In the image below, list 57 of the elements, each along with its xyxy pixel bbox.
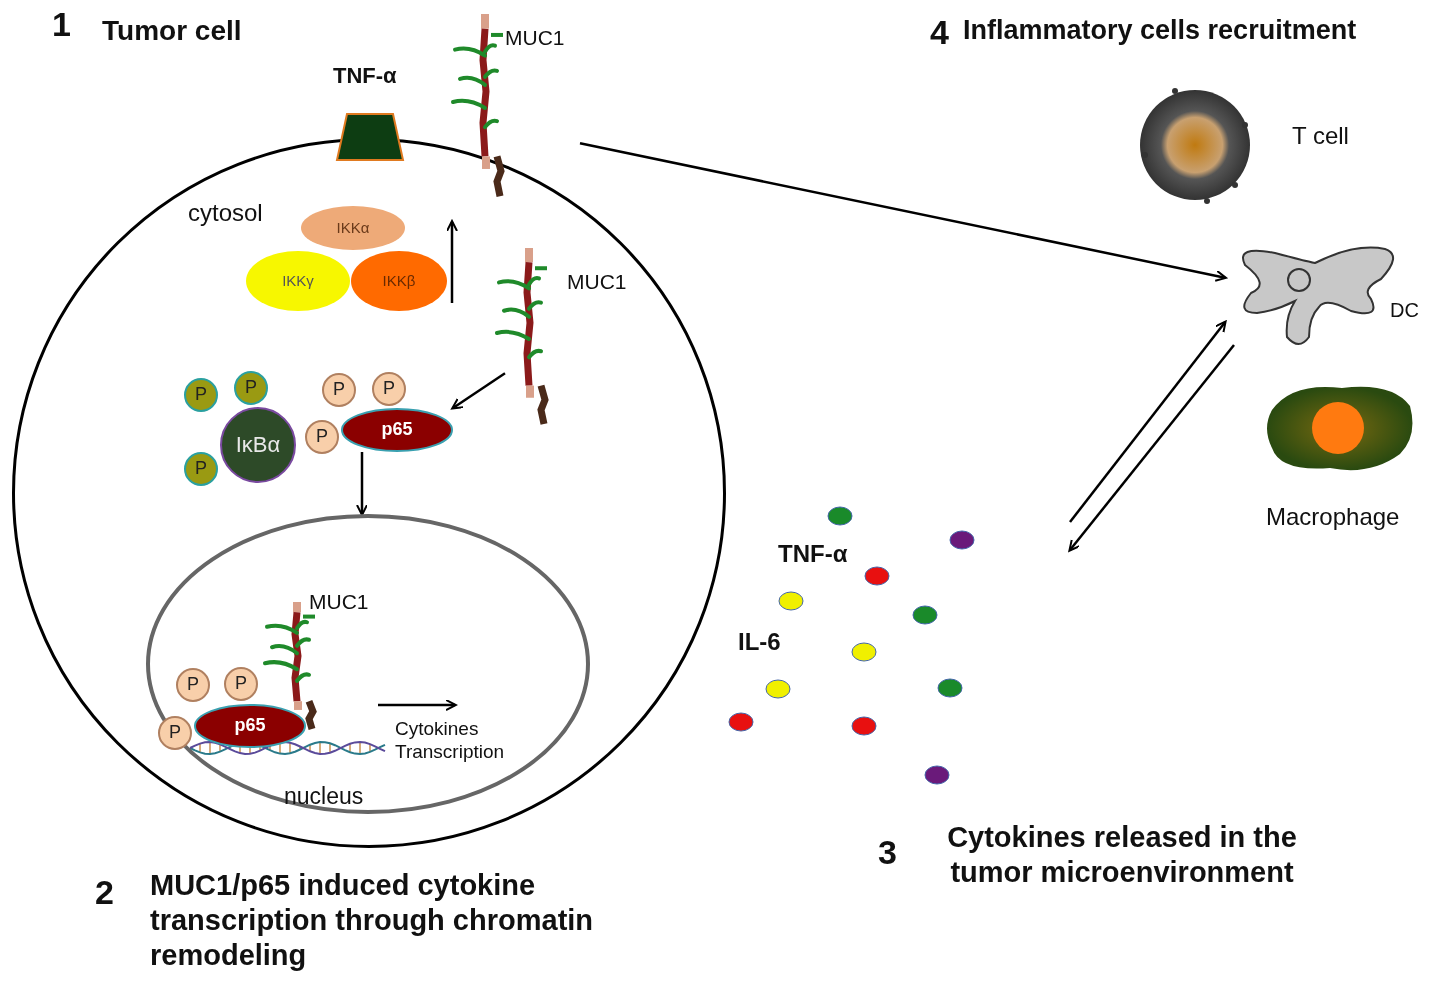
step-number: 3 [878, 832, 897, 873]
phosphate-circle [372, 372, 406, 406]
heading: MUC1/p65 induced cytokine transcription through chromatin remodeling [150, 868, 595, 973]
p65-protein [194, 704, 306, 748]
arrow [579, 142, 1227, 282]
node-label: P [382, 379, 396, 399]
node-label: P [168, 723, 182, 743]
node-label: P [234, 674, 248, 694]
node-label: P [332, 380, 346, 400]
node-label: P [315, 427, 329, 447]
node-label: MUC1 [505, 26, 565, 50]
node-label: IκBα [234, 432, 282, 458]
step-number: 4 [930, 12, 949, 53]
node-label: IKKγ [281, 272, 315, 290]
node-label: p65 [380, 420, 414, 440]
step-number: 1 [52, 4, 71, 45]
ikk-gamma-oval [246, 251, 350, 311]
phosphate-circle [184, 378, 218, 412]
arrow [1068, 344, 1235, 552]
node-label: P [186, 675, 200, 695]
heading: Cytokines released in the tumor microenvironment [946, 820, 1298, 890]
node-label: P [194, 385, 208, 405]
nucleus-membrane [146, 514, 590, 814]
p65-protein [341, 408, 453, 452]
ikk-alpha-oval [301, 206, 405, 250]
tumor-cell-membrane [12, 138, 726, 848]
phosphate-circle [176, 668, 210, 702]
node-label: MUC1 [309, 590, 369, 614]
node-label: p65 [233, 716, 267, 736]
phosphate-circle [305, 420, 339, 454]
phosphate-circle [224, 667, 258, 701]
node-label: TNF-α [333, 64, 397, 89]
node-label: nucleus [284, 784, 364, 810]
ikba-protein [220, 407, 296, 483]
node-label: MUC1 [567, 270, 627, 294]
process-label: Cytokines Transcription [395, 718, 506, 764]
node-label: P [194, 459, 208, 479]
step-number: 2 [95, 872, 114, 913]
node-label: T cell [1292, 123, 1349, 150]
node-label: DC [1390, 299, 1419, 321]
node-label: cytosol [188, 200, 263, 227]
phosphate-circle [322, 373, 356, 407]
phosphate-circle [234, 371, 268, 405]
cytokine-label: IL-6 [738, 628, 781, 657]
node-label: P [244, 378, 258, 398]
arrow [356, 452, 368, 516]
ikk-beta-oval [351, 251, 447, 311]
phosphate-circle [158, 716, 192, 750]
node-label: Macrophage [1266, 504, 1400, 531]
phosphate-circle [184, 452, 218, 486]
arrow [451, 372, 506, 410]
heading: Inflammatory cells recruitment [963, 14, 1357, 47]
cytokine-label: TNF-α [778, 540, 848, 569]
node-label: IKKβ [381, 272, 417, 290]
heading: Tumor cell [102, 14, 242, 48]
node-label: IKKα [335, 219, 371, 237]
arrow [1069, 320, 1227, 523]
